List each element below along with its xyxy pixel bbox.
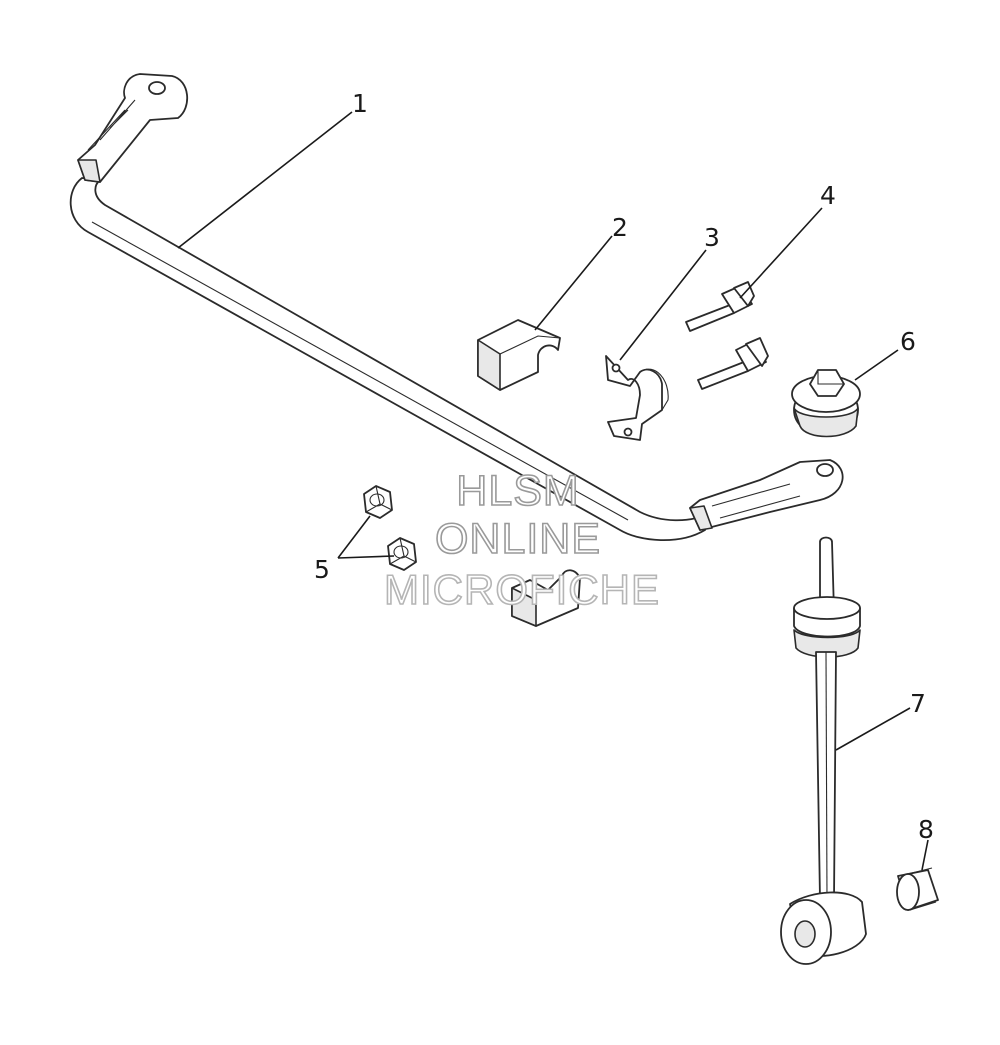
callout-3: 3	[704, 223, 720, 252]
callout-5: 5	[314, 555, 330, 584]
leader-lines	[177, 111, 929, 871]
bracket	[605, 355, 669, 441]
bolt-upper	[685, 281, 755, 332]
watermark-line-2: ONLINE	[435, 515, 601, 563]
callout-1: 1	[352, 89, 368, 118]
insulator	[791, 369, 861, 438]
spacer	[896, 867, 939, 911]
bolt-lower	[697, 337, 769, 390]
watermark: HLSM ONLINE MICROFICHE	[383, 466, 660, 614]
callout-7: 7	[910, 689, 926, 718]
callout-4: 4	[820, 181, 836, 210]
callout-labels: 1 2 3 4 5 6 7 8	[314, 89, 934, 844]
callout-6: 6	[900, 327, 916, 356]
stabilizer-bar	[69, 73, 844, 542]
stabilizer-link	[780, 536, 867, 965]
bushing-lower	[511, 569, 581, 627]
watermark-line-3: MICROFICHE	[384, 566, 660, 613]
nut-upper	[363, 485, 393, 519]
callout-8: 8	[918, 815, 934, 844]
nut-lower	[387, 537, 417, 571]
callout-2: 2	[612, 213, 628, 242]
watermark-line-1: HLSM	[456, 467, 579, 515]
bushing-upper	[477, 319, 561, 391]
